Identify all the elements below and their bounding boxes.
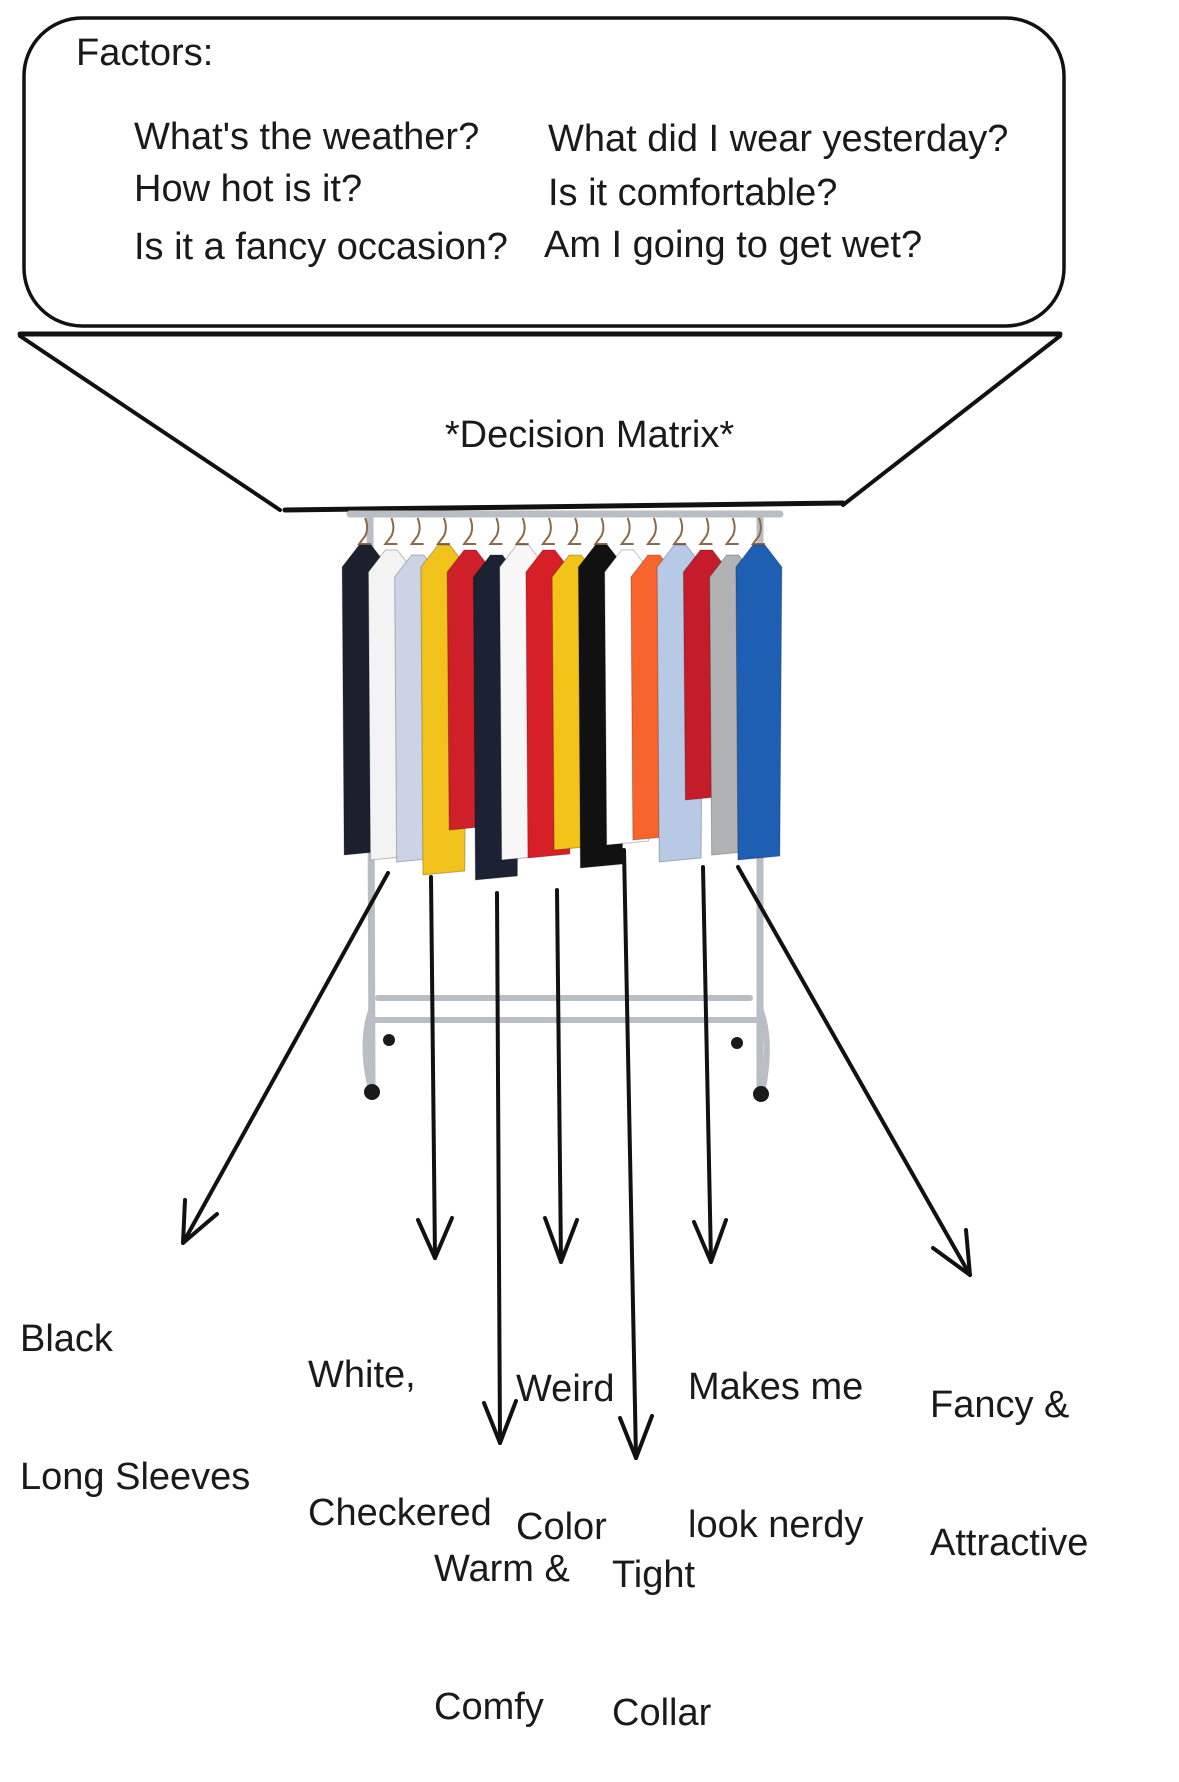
arrow-fancy-attractive (736, 865, 972, 1277)
wheel (731, 1037, 743, 1049)
rack-wheels (364, 1034, 769, 1102)
arrow-warm-comfy (482, 891, 518, 1445)
outcome-label-line: Black (20, 1318, 113, 1360)
outcome-label-line: Long Sleeves (20, 1456, 251, 1498)
shirts (341, 544, 783, 881)
hanger (488, 517, 503, 545)
outcome-label-line: Tight (612, 1554, 696, 1596)
hanger (514, 517, 529, 545)
wheel (364, 1084, 380, 1100)
factor-question: Is it comfortable? (548, 172, 838, 214)
hanger (540, 517, 555, 545)
hanger (357, 517, 372, 545)
hanger (409, 517, 424, 545)
arrow-white-checkered (416, 875, 454, 1260)
wheel (753, 1086, 769, 1102)
arrow-tight-collar (618, 848, 654, 1460)
outcome-label-black-long-sleeves: Black Long Sleeves (20, 1224, 250, 1546)
outcome-arrows (181, 848, 972, 1460)
factors-title: Factors: (76, 32, 214, 74)
hangers (357, 517, 765, 545)
factor-question: What's the weather? (134, 116, 480, 158)
outcome-label-line: Makes me (688, 1366, 864, 1408)
wheel (383, 1034, 395, 1046)
factor-question: Am I going to get wet? (544, 224, 923, 266)
outcome-label-makes-me-look-nerdy: Makes me look nerdy (688, 1272, 863, 1594)
outcome-label-line: White, (308, 1354, 416, 1396)
shirt (735, 544, 783, 861)
hanger (672, 517, 687, 545)
outcome-label-weird-color: Weird Color (516, 1274, 615, 1596)
outcome-label-fancy-attractive: Fancy & Attractive (930, 1290, 1088, 1612)
hanger (383, 517, 398, 545)
hanger (645, 517, 660, 545)
outcome-label-line: Fancy & (930, 1384, 1070, 1426)
factor-question: Is it a fancy occasion? (134, 226, 508, 268)
factor-question: How hot is it? (134, 168, 363, 210)
hanger (567, 517, 582, 545)
hanger (698, 517, 713, 545)
outcome-label-line: look nerdy (688, 1504, 864, 1546)
outcome-label-line: Comfy (434, 1686, 544, 1728)
hanger (462, 517, 477, 545)
outcome-label-line: Collar (612, 1692, 712, 1734)
decision-matrix-label: *Decision Matrix* (444, 414, 735, 456)
decision-funnel (17, 331, 1063, 513)
hanger (724, 517, 739, 545)
hanger (435, 517, 450, 545)
hanger (593, 517, 608, 545)
outcome-label-line: Warm & (434, 1548, 570, 1590)
hanger (750, 517, 765, 545)
outcome-label-line: Weird (516, 1368, 615, 1410)
decision-diagram (17, 16, 1066, 1460)
outcome-label-line: Checkered (308, 1492, 492, 1534)
arrow-weird-color (543, 888, 579, 1264)
outcome-label-line: Color (516, 1506, 607, 1548)
hanger (619, 517, 634, 545)
arrow-makes-me-look-nerdy (692, 865, 728, 1264)
outcome-label-white-checkered: White, Checkered (308, 1260, 492, 1582)
outcome-label-line: Attractive (930, 1522, 1089, 1564)
clothing-rack (341, 510, 784, 1102)
arrow-black-long-sleeves (181, 871, 390, 1245)
factors-bubble (22, 16, 1066, 328)
factor-question: What did I wear yesterday? (548, 118, 1009, 160)
